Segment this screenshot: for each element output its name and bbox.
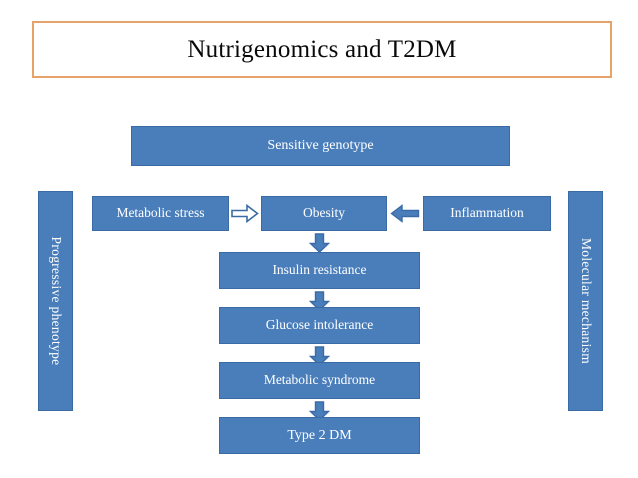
arrow-down-icon-obesity-to-insulin (308, 233, 331, 253)
node-label: Type 2 DM (287, 427, 352, 443)
node-inflammation: Inflammation (423, 196, 551, 231)
node-type-2-dm: Type 2 DM (219, 417, 420, 454)
node-obesity: Obesity (261, 196, 387, 231)
node-glucose-intolerance: Glucose intolerance (219, 307, 420, 344)
arrow-right-icon-stress-to-obesity (231, 203, 259, 224)
arrow-down-icon-glucose-to-syndrome (308, 346, 331, 366)
node-label: Metabolic stress (116, 205, 205, 221)
node-label: Sensitive genotype (267, 138, 374, 154)
node-sensitive-genotype: Sensitive genotype (131, 126, 510, 166)
node-label: Inflammation (450, 205, 524, 221)
node-label: Obesity (303, 205, 345, 221)
arrow-left-icon-inflammation-to-obesity (390, 204, 420, 223)
node-insulin-resistance: Insulin resistance (219, 252, 420, 289)
right-axis-label-text: Molecular mechanism (578, 237, 594, 365)
node-label: Insulin resistance (272, 262, 367, 278)
right-axis-label-box: Molecular mechanism (568, 191, 603, 411)
slide-title-box: Nutrigenomics and T2DM (32, 21, 612, 78)
node-metabolic-syndrome: Metabolic syndrome (219, 362, 420, 399)
left-axis-label-text: Progressive phenotype (48, 236, 64, 366)
node-label: Metabolic syndrome (263, 372, 376, 388)
node-metabolic-stress: Metabolic stress (92, 196, 229, 231)
arrow-down-icon-syndrome-to-t2dm (308, 401, 331, 421)
left-axis-label-box: Progressive phenotype (38, 191, 73, 411)
node-label: Glucose intolerance (265, 317, 374, 333)
arrow-down-icon-insulin-to-glucose (308, 291, 331, 311)
page-title: Nutrigenomics and T2DM (187, 35, 457, 63)
